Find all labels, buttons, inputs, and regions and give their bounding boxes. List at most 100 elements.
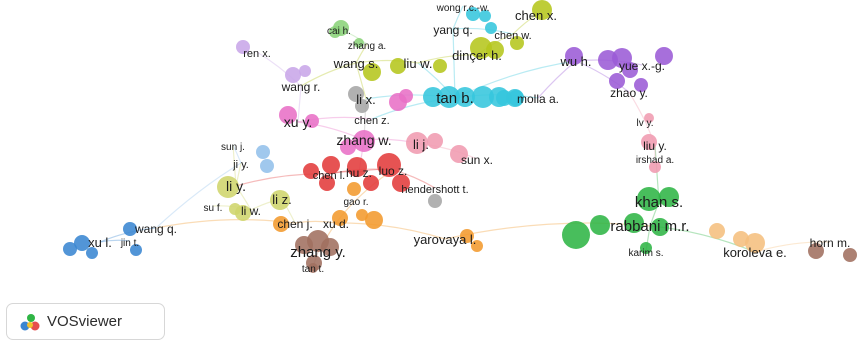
node-bubble-yarovaya_l-0[interactable] bbox=[460, 229, 474, 243]
node-bubble-li_x-1[interactable] bbox=[355, 99, 369, 113]
node-bubble-dincer_h-0[interactable] bbox=[470, 37, 492, 59]
node-label-zhao_y[interactable]: zhao y. bbox=[610, 86, 648, 100]
node-label-khan_s[interactable]: khan s. bbox=[635, 194, 683, 211]
node-bubble-xu_l-2[interactable] bbox=[86, 247, 98, 259]
node-bubble-khan_s-0[interactable] bbox=[637, 187, 661, 211]
node-bubble-hu_z-0[interactable] bbox=[347, 157, 367, 177]
node-label-zhang_a[interactable]: zhang a. bbox=[348, 41, 386, 52]
node-label-liu_y[interactable]: liu y. bbox=[643, 139, 667, 153]
node-label-yue_xg[interactable]: yue x.-g. bbox=[619, 59, 665, 73]
node-label-hu_z[interactable]: hu z. bbox=[346, 166, 372, 180]
node-bubble-chen_l-0[interactable] bbox=[303, 163, 319, 179]
node-bubble-chen_x-0[interactable] bbox=[532, 0, 552, 20]
node-bubble-koroleva_e-1[interactable] bbox=[745, 233, 765, 253]
node-bubble-ren_x-0[interactable] bbox=[236, 40, 250, 54]
node-bubble-chen_j-0[interactable] bbox=[273, 216, 289, 232]
node-label-chen_j[interactable]: chen j. bbox=[277, 217, 312, 231]
node-bubble-li_x-0[interactable] bbox=[348, 86, 364, 102]
node-bubble-xu_d-0[interactable] bbox=[332, 210, 348, 226]
node-label-zhang_y[interactable]: zhang y. bbox=[290, 244, 346, 261]
node-bubble-sun_x-0[interactable] bbox=[450, 145, 468, 163]
node-bubble-zhang_y-1[interactable] bbox=[295, 236, 313, 254]
node-bubble-yue_xg-1[interactable] bbox=[622, 62, 638, 78]
node-bubble-yarovaya_l-1[interactable] bbox=[471, 240, 483, 252]
node-bubble-liu_w-1[interactable] bbox=[433, 59, 447, 73]
node-label-xu_l[interactable]: xu l. bbox=[88, 235, 112, 250]
node-bubble-li_w-0[interactable] bbox=[235, 205, 251, 221]
node-bubble-chen_w-0[interactable] bbox=[510, 36, 524, 50]
node-label-tan_t[interactable]: tan t. bbox=[302, 264, 324, 275]
node-bubble-chen_z-1[interactable] bbox=[399, 89, 413, 103]
node-label-li_y[interactable]: li y. bbox=[226, 178, 246, 194]
node-label-li_z[interactable]: li z. bbox=[272, 192, 292, 207]
node-bubble-molla_a-0[interactable] bbox=[496, 90, 512, 106]
node-bubble-karim_s-0[interactable] bbox=[640, 242, 652, 254]
node-bubble-chen_l-1[interactable] bbox=[322, 156, 340, 174]
node-label-chen_w[interactable]: chen w. bbox=[494, 30, 531, 42]
node-label-liu_w[interactable]: liu w. bbox=[404, 56, 433, 71]
node-bubble-rabbani_mr-3[interactable] bbox=[651, 218, 669, 236]
node-label-yang_q[interactable]: yang q. bbox=[433, 23, 472, 37]
node-bubble-rabbani_mr-2[interactable] bbox=[624, 213, 644, 233]
node-label-sun_x[interactable]: sun x. bbox=[461, 153, 493, 167]
node-label-li_j[interactable]: li j. bbox=[413, 137, 429, 152]
node-label-li_w[interactable]: li w. bbox=[241, 204, 261, 218]
node-bubble-wu_h-1[interactable] bbox=[565, 47, 583, 65]
node-bubble-koroleva_e-0[interactable] bbox=[709, 223, 725, 239]
node-bubble-koroleva_e-2[interactable] bbox=[733, 231, 749, 247]
node-bubble-zhang_a-0[interactable] bbox=[354, 38, 364, 48]
node-label-xu_y[interactable]: xu y. bbox=[284, 114, 313, 130]
node-bubble-wong_rc-1[interactable] bbox=[479, 10, 491, 22]
node-bubble-zhang_w-0[interactable] bbox=[353, 130, 375, 152]
node-bubble-li_j-0[interactable] bbox=[406, 132, 428, 154]
node-bubble-wong_rc-0[interactable] bbox=[466, 7, 480, 21]
node-label-wong_rc[interactable]: wong r.c.-w. bbox=[436, 3, 490, 14]
node-label-gao_r[interactable]: gao r. bbox=[343, 197, 368, 208]
node-label-rabbani_mr[interactable]: rabbani m.r. bbox=[610, 218, 689, 235]
node-bubble-wang_s-0[interactable] bbox=[363, 63, 381, 81]
coauthorship-network-map[interactable]: tan b. molla a. yang q. wong r.c.-w. chen x.… bbox=[0, 0, 858, 300]
node-bubble-cai_h-1[interactable] bbox=[329, 26, 341, 38]
node-bubble-zhang_y-2[interactable] bbox=[321, 238, 339, 256]
node-label-zhang_w[interactable]: zhang w. bbox=[336, 132, 391, 148]
node-bubble-rabbani_mr-1[interactable] bbox=[590, 215, 610, 235]
node-label-lv_y[interactable]: lv y. bbox=[636, 118, 653, 129]
node-label-wang_r[interactable]: wang r. bbox=[281, 80, 321, 94]
node-label-li_x[interactable]: li x. bbox=[356, 92, 376, 107]
node-label-sun_j[interactable]: sun j. bbox=[221, 142, 245, 153]
node-bubble-wang_r-1[interactable] bbox=[299, 65, 311, 77]
node-bubble-horn_m-0[interactable] bbox=[808, 243, 824, 259]
node-bubble-horn_m-1[interactable] bbox=[843, 248, 857, 262]
node-bubble-xu_d-1[interactable] bbox=[365, 211, 383, 229]
node-label-horn_m[interactable]: horn m. bbox=[810, 236, 851, 250]
node-label-luo_z[interactable]: luo z. bbox=[379, 164, 408, 178]
node-label-chen_x[interactable]: chen x. bbox=[515, 8, 557, 23]
node-bubble-tan_b-0[interactable] bbox=[423, 87, 443, 107]
node-label-tan_b[interactable]: tan b. bbox=[436, 90, 474, 107]
node-bubble-luo_z-1[interactable] bbox=[392, 174, 410, 192]
node-label-karim_s[interactable]: karim s. bbox=[629, 248, 664, 259]
node-bubble-liu_w-0[interactable] bbox=[390, 58, 406, 74]
node-bubble-xu_l-0[interactable] bbox=[74, 235, 90, 251]
node-label-chen_z[interactable]: chen z. bbox=[354, 115, 389, 127]
node-bubble-yang_q-0[interactable] bbox=[485, 22, 497, 34]
node-label-wang_s[interactable]: wang s. bbox=[333, 56, 379, 71]
node-bubble-liu_y-0[interactable] bbox=[641, 134, 657, 150]
node-bubble-gao_r-1[interactable] bbox=[356, 209, 368, 221]
node-bubble-li_z-0[interactable] bbox=[270, 190, 290, 210]
node-bubble-xu_l-1[interactable] bbox=[63, 242, 77, 256]
node-bubble-xu_y-1[interactable] bbox=[305, 114, 319, 128]
node-bubble-zhao_y-0[interactable] bbox=[609, 73, 625, 89]
node-label-molla_a[interactable]: molla a. bbox=[517, 92, 559, 106]
vosviewer-logo-badge[interactable]: VOSviewer bbox=[6, 303, 165, 340]
node-label-hendershott_t[interactable]: hendershott t. bbox=[401, 184, 468, 196]
node-label-ren_x[interactable]: ren x. bbox=[243, 48, 271, 60]
node-label-ji_y[interactable]: ji y. bbox=[232, 159, 249, 171]
node-bubble-molla_a-1[interactable] bbox=[508, 90, 524, 106]
node-label-xu_d[interactable]: xu d. bbox=[323, 217, 349, 231]
node-bubble-xu_y-0[interactable] bbox=[279, 106, 297, 124]
node-bubble-zhang_w-1[interactable] bbox=[340, 139, 356, 155]
node-bubble-jin_t-0[interactable] bbox=[130, 244, 142, 256]
node-bubble-gao_r-0[interactable] bbox=[347, 182, 361, 196]
